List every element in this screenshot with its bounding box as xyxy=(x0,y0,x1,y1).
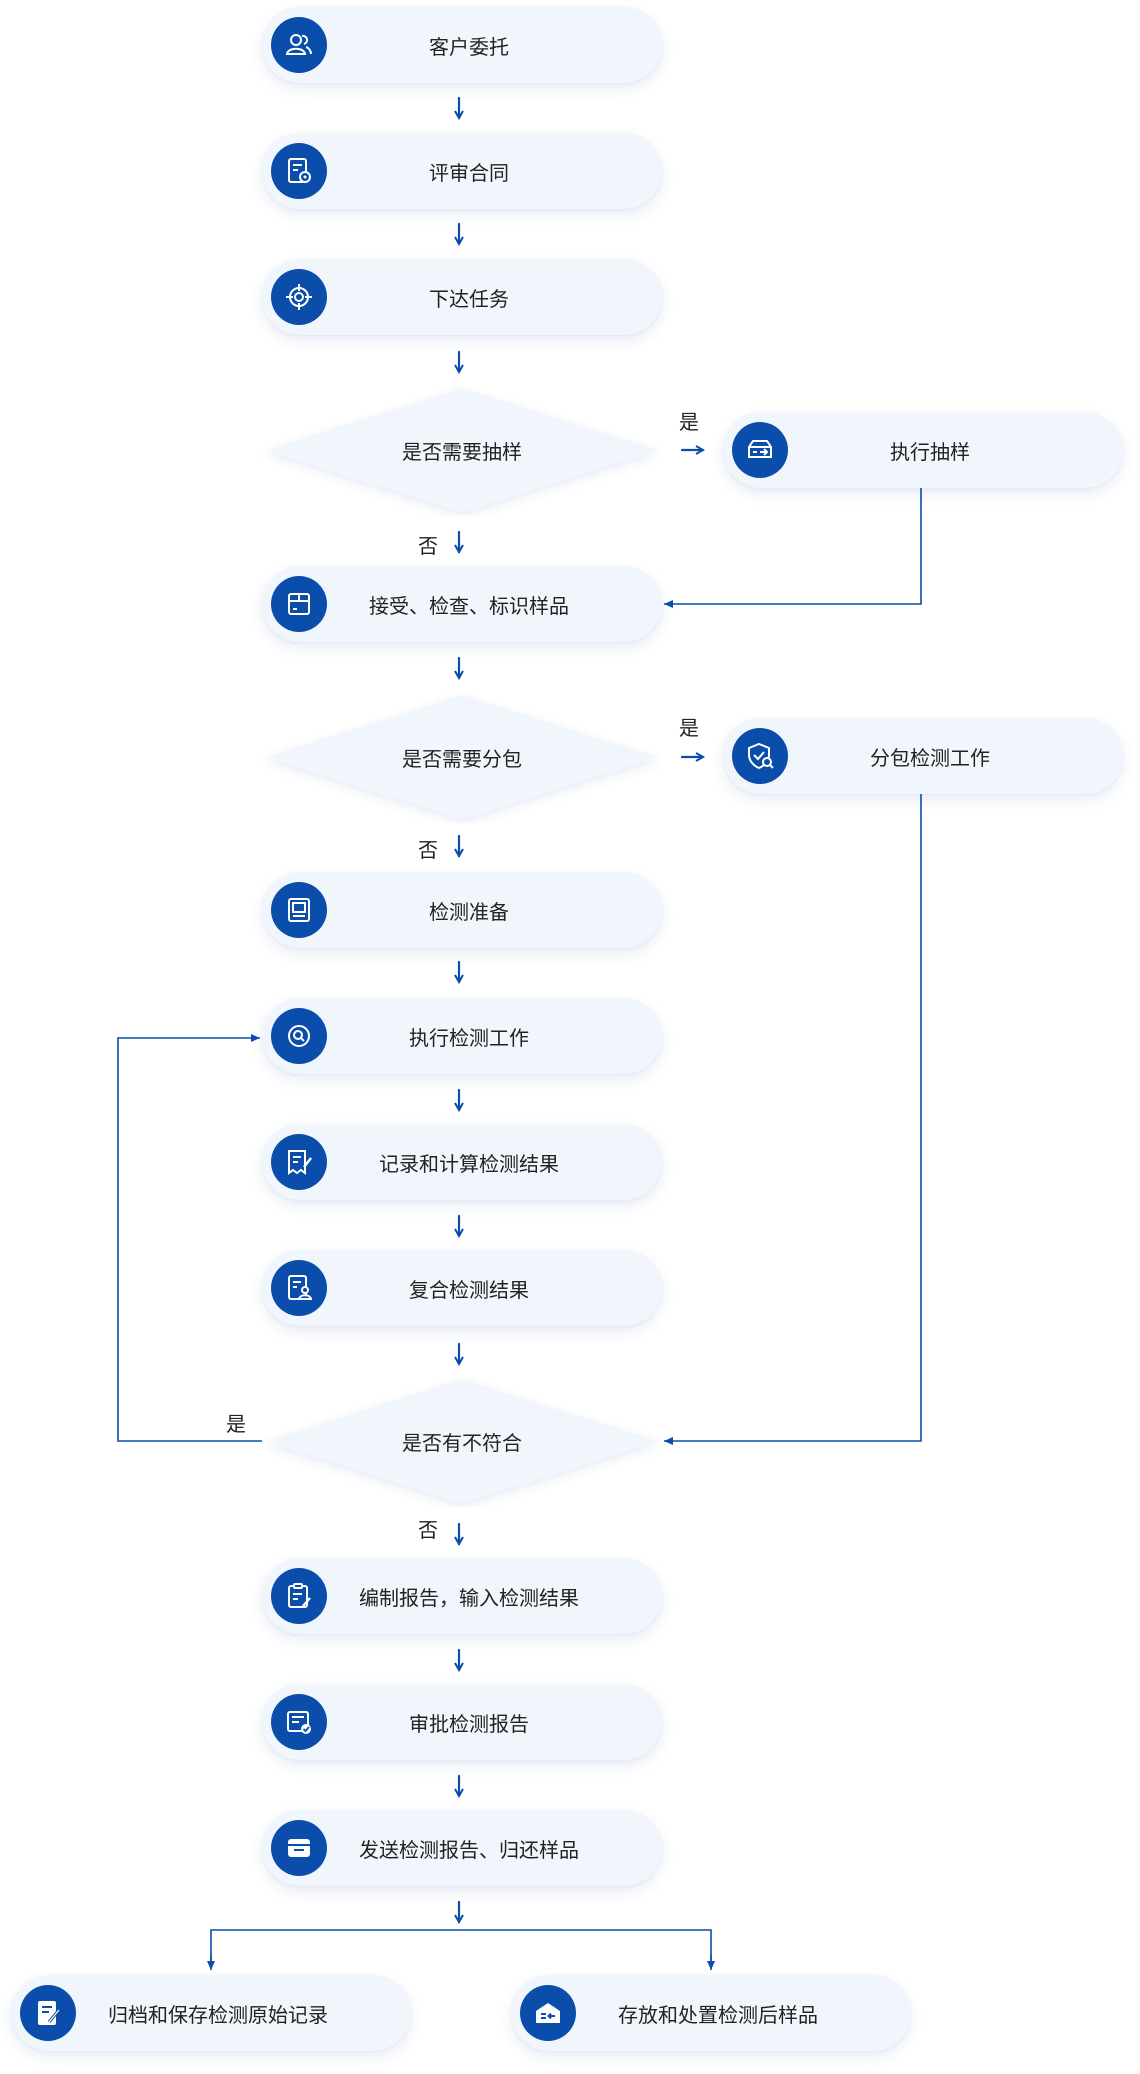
step-label: 存放和处置检测后样品 xyxy=(618,2002,818,2027)
document-user-icon xyxy=(271,1260,327,1316)
target-icon xyxy=(271,269,327,325)
step-perform-testing: 执行检测工作 xyxy=(262,998,662,1074)
connector-loop-back xyxy=(117,1034,262,1442)
yes-label-nonconformity: 是 xyxy=(226,1412,246,1436)
contract-review-icon xyxy=(271,143,327,199)
clipboard-edit-icon xyxy=(271,1568,327,1624)
archive-pen-icon xyxy=(20,1985,76,2041)
step-test-preparation: 检测准备 xyxy=(262,872,662,948)
sampling-truck-icon xyxy=(732,422,788,478)
step-label: 客户委托 xyxy=(429,34,509,59)
approval-card-icon xyxy=(271,1694,327,1750)
no-label-sampling: 否 xyxy=(418,534,438,558)
connector-sampling-return xyxy=(664,488,922,608)
users-icon xyxy=(271,17,327,73)
step-label: 检测准备 xyxy=(429,899,509,924)
step-record-results: 记录和计算检测结果 xyxy=(262,1124,662,1200)
connector-subcontract-return xyxy=(664,794,922,1445)
step-label: 分包检测工作 xyxy=(870,745,990,770)
decision-label: 是否有不符合 xyxy=(402,1430,522,1455)
yes-label-subcontract: 是 xyxy=(679,716,699,740)
step-archive-records: 归档和保存检测原始记录 xyxy=(11,1975,411,2051)
step-subcontract-testing: 分包检测工作 xyxy=(723,718,1123,794)
step-label: 复合检测结果 xyxy=(409,1277,529,1302)
yes-label-sampling: 是 xyxy=(679,410,699,434)
step-prepare-report: 编制报告，输入检测结果 xyxy=(262,1558,662,1634)
step-label: 评审合同 xyxy=(429,160,509,185)
step-label: 审批检测报告 xyxy=(409,1711,529,1736)
step-assign-task: 下达任务 xyxy=(262,259,662,335)
connector-split xyxy=(210,1929,712,1968)
storage-house-icon xyxy=(520,1985,576,2041)
send-box-icon xyxy=(271,1820,327,1876)
record-edit-icon xyxy=(271,1134,327,1190)
step-receive-samples: 接受、检查、标识样品 xyxy=(262,566,662,642)
step-customer-request: 客户委托 xyxy=(262,7,662,83)
shield-search-icon xyxy=(732,728,788,784)
step-label: 编制报告，输入检测结果 xyxy=(359,1585,579,1610)
step-label: 下达任务 xyxy=(429,286,509,311)
decision-nonconformity: 是否有不符合 xyxy=(262,1375,662,1507)
step-label: 归档和保存检测原始记录 xyxy=(108,2002,328,2027)
decision-label: 是否需要分包 xyxy=(402,746,522,771)
package-icon xyxy=(271,576,327,632)
step-perform-sampling: 执行抽样 xyxy=(723,412,1123,488)
step-label: 记录和计算检测结果 xyxy=(379,1151,559,1176)
decision-subcontract: 是否需要分包 xyxy=(262,691,662,823)
step-label: 执行检测工作 xyxy=(409,1025,529,1050)
step-label: 接受、检查、标识样品 xyxy=(369,593,569,618)
step-contract-review: 评审合同 xyxy=(262,133,662,209)
no-label-nonconformity: 否 xyxy=(418,1518,438,1542)
monitor-icon xyxy=(271,882,327,938)
no-label-subcontract: 否 xyxy=(418,838,438,862)
step-label: 执行抽样 xyxy=(890,439,970,464)
step-send-report: 发送检测报告、归还样品 xyxy=(262,1810,662,1886)
step-verify-results: 复合检测结果 xyxy=(262,1250,662,1326)
step-approve-report: 审批检测报告 xyxy=(262,1684,662,1760)
step-store-dispose-samples: 存放和处置检测后样品 xyxy=(511,1975,911,2051)
decision-label: 是否需要抽样 xyxy=(402,439,522,464)
step-label: 发送检测报告、归还样品 xyxy=(359,1837,579,1862)
search-icon xyxy=(271,1008,327,1064)
decision-sampling: 是否需要抽样 xyxy=(262,384,662,516)
